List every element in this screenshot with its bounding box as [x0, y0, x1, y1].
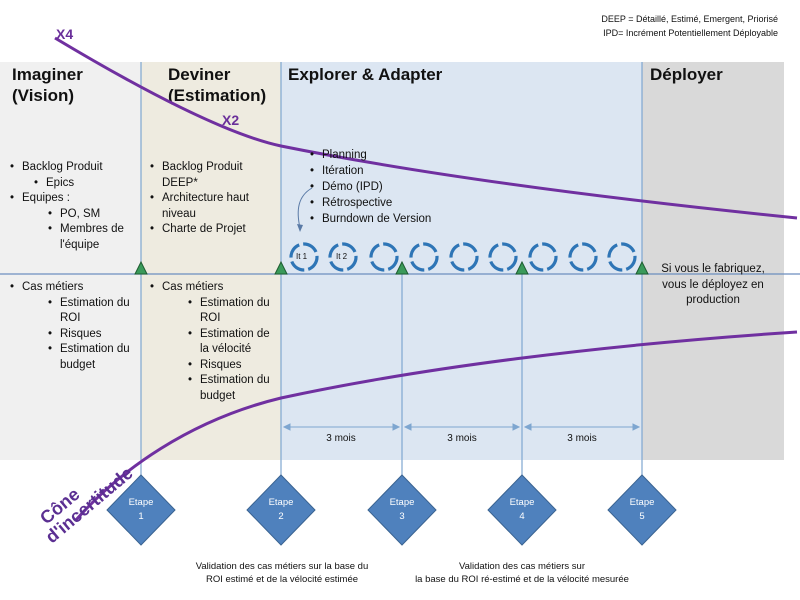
- milestone-triangle-3: [395, 260, 409, 275]
- validation-text-right: Validation des cas métiers sur la base d…: [415, 561, 629, 585]
- duration-label-3: 3 mois: [567, 433, 597, 444]
- deviner-title-line1: Deviner: [168, 65, 231, 84]
- deviner-title-line2: (Estimation): [168, 86, 267, 105]
- milestone-triangle-5: [635, 260, 649, 275]
- list-item: Backlog Produit DEEP*: [146, 160, 274, 191]
- list-item: PO, SM: [6, 207, 141, 223]
- legend-deep: DEEP = Détaillé, Estimé, Emergent, Prior…: [601, 14, 778, 24]
- list-item: Charte de Projet: [146, 222, 274, 238]
- step-diamond-3: [367, 474, 437, 546]
- list-item: Démo (IPD): [306, 179, 486, 195]
- step-diamond-4: [487, 474, 557, 546]
- imaginer-title-line1: Imaginer: [12, 65, 83, 84]
- imaginer-top-list: Backlog Produit Epics Equipes : PO, SM M…: [6, 160, 141, 253]
- imaginer-title: Imaginer (Vision): [12, 64, 83, 106]
- deviner-bottom-list: Cas métiers Estimation du ROI Estimation…: [146, 280, 280, 404]
- list-item: Risques: [146, 358, 280, 374]
- explorer-title: Explorer & Adapter: [288, 65, 443, 84]
- list-item: Rétrospective: [306, 195, 486, 211]
- explorer-column: [281, 62, 642, 460]
- iteration-cycles: [289, 242, 637, 272]
- imaginer-title-line2: (Vision): [12, 86, 75, 105]
- list-item: Burndown de Version: [306, 211, 486, 227]
- deployer-column: [642, 62, 784, 460]
- list-item: Estimation du ROI: [146, 296, 280, 327]
- explorer-list: Planning Itération Démo (IPD) Rétrospect…: [306, 147, 486, 227]
- list-item: Risques: [6, 327, 134, 343]
- list-item: Estimation du budget: [146, 373, 280, 404]
- list-item: Architecture haut niveau: [146, 191, 274, 222]
- list-item: Estimation du budget: [6, 342, 134, 373]
- validation-text-left: Validation des cas métiers sur la base d…: [195, 561, 369, 585]
- list-item: Membres de l'équipe: [6, 222, 141, 253]
- list-item: Estimation de la vélocité: [146, 327, 280, 358]
- list-item: Planning: [306, 147, 486, 163]
- deployer-title: Déployer: [650, 65, 723, 84]
- list-item: Backlog Produit: [6, 160, 141, 176]
- step-diamond-5: [607, 474, 677, 546]
- list-item: Itération: [306, 163, 486, 179]
- imaginer-bottom-list: Cas métiers Estimation du ROI Risques Es…: [6, 280, 134, 373]
- iteration-label-2: It 2: [336, 252, 348, 261]
- list-item: Cas métiers: [6, 280, 134, 296]
- step-diamond-1: [106, 474, 176, 546]
- list-item: Epics: [6, 176, 141, 192]
- iteration-label-1: It 1: [296, 252, 308, 261]
- legend-ipd: IPD= Incrément Potentiellement Déployabl…: [603, 28, 778, 38]
- legend: DEEP = Détaillé, Estimé, Emergent, Prior…: [601, 12, 778, 40]
- deviner-top-list: Backlog Produit DEEP* Architecture haut …: [146, 160, 274, 238]
- duration-label-1: 3 mois: [326, 433, 356, 444]
- list-item: Cas métiers: [146, 280, 280, 296]
- lower-uncertainty-curve: [74, 330, 798, 521]
- x4-label: X4: [56, 26, 74, 42]
- milestone-triangle-1: [134, 260, 148, 275]
- deviner-title: Deviner (Estimation): [168, 64, 266, 106]
- milestone-triangle-2: [274, 260, 288, 275]
- milestone-triangle-4: [515, 260, 529, 275]
- list-item: Estimation du ROI: [6, 296, 134, 327]
- deployer-text: Si vous le fabriquez, vous le déployez e…: [661, 263, 765, 306]
- x2-label: X2: [222, 112, 240, 128]
- list-item: Equipes :: [6, 191, 141, 207]
- step-diamond-2: [246, 474, 316, 546]
- imaginer-column: [0, 62, 141, 460]
- duration-label-2: 3 mois: [447, 433, 477, 444]
